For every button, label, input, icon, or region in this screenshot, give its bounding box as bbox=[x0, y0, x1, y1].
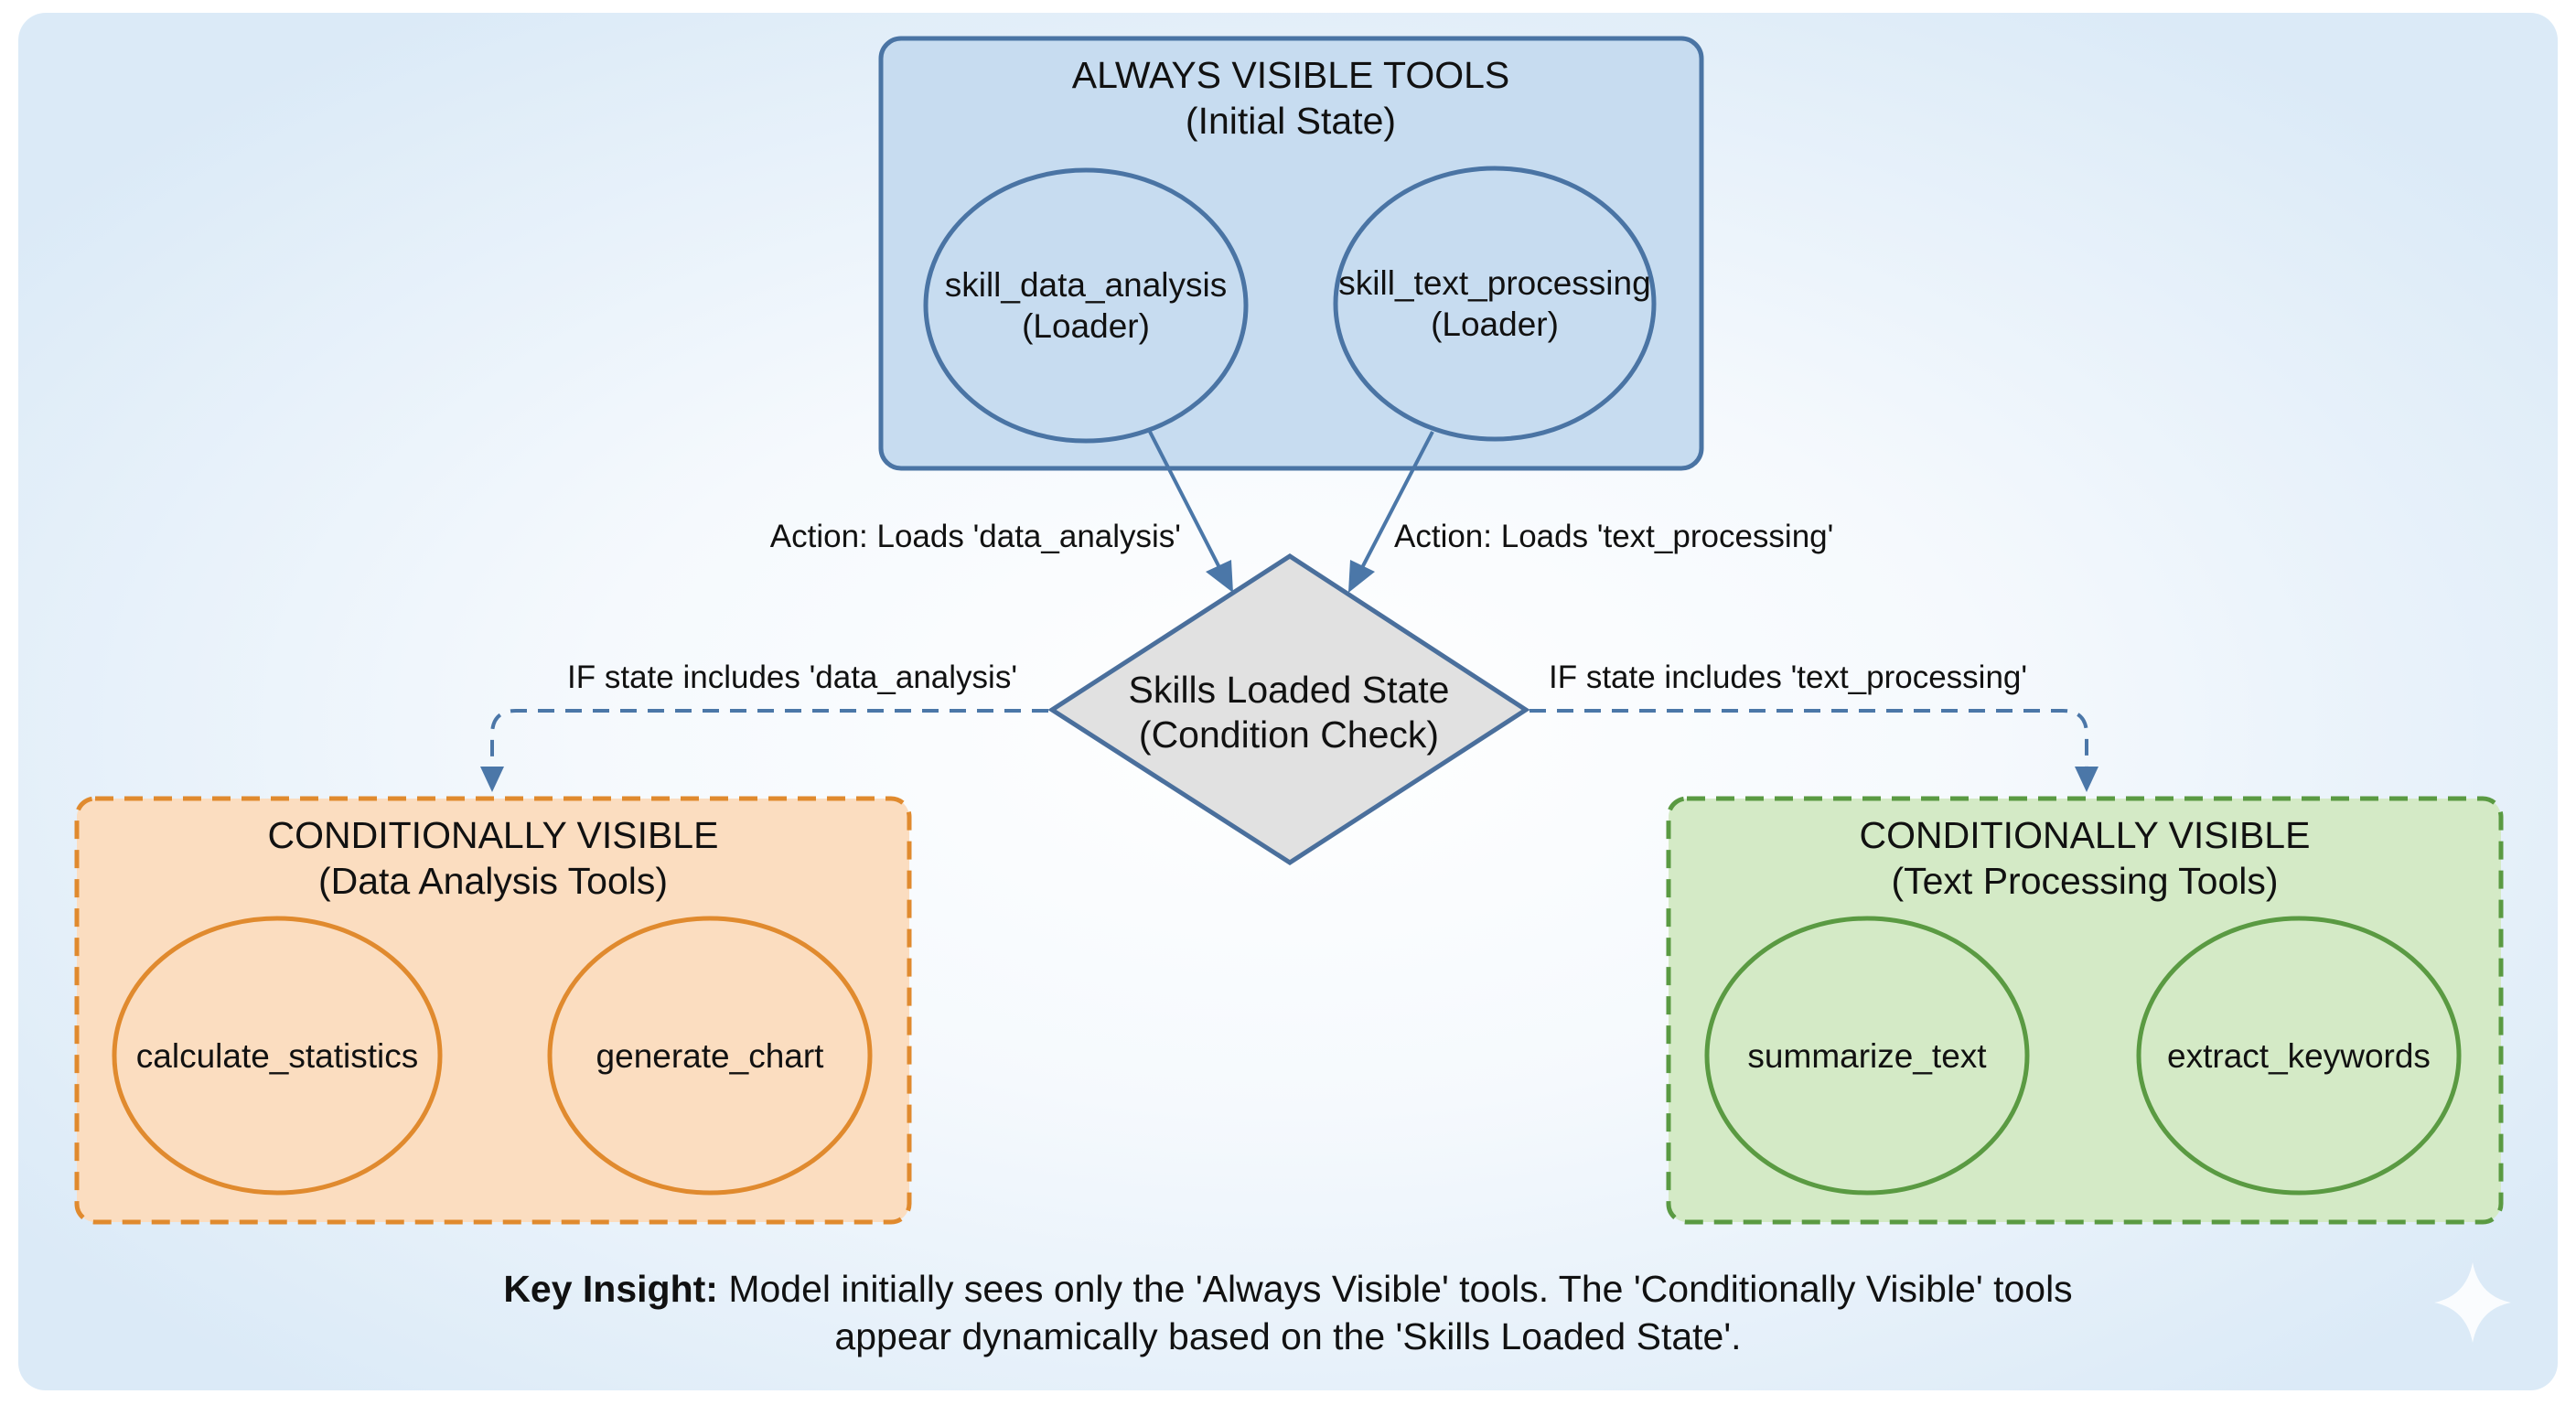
summarize-text-node[interactable] bbox=[1704, 916, 2030, 1196]
extract-keywords-label: extract_keywords bbox=[2167, 1037, 2431, 1075]
skill-data-analysis-sublabel: (Loader) bbox=[1022, 307, 1150, 345]
always-visible-subtitle: (Initial State) bbox=[1186, 100, 1396, 142]
key-insight-line-1: Key Insight: Model initially sees only t… bbox=[503, 1268, 2072, 1310]
key-insight-label: Key Insight: bbox=[503, 1268, 718, 1310]
data-analysis-tools-group: CONDITIONALLY VISIBLE (Data Analysis Too… bbox=[74, 796, 912, 1225]
text-tools-subtitle: (Text Processing Tools) bbox=[1891, 860, 2278, 902]
always-visible-group: ALWAYS VISIBLE TOOLS (Initial State) ski… bbox=[878, 36, 1704, 471]
extract-keywords-node[interactable] bbox=[2136, 916, 2462, 1196]
decision-label: Skills Loaded State bbox=[1128, 669, 1449, 711]
arrow-load-data-analysis bbox=[1147, 429, 1229, 585]
summarize-text-label: summarize_text bbox=[1747, 1037, 1987, 1075]
key-insight-text-1: Model initially sees only the 'Always Vi… bbox=[718, 1268, 2073, 1310]
data-tools-subtitle: (Data Analysis Tools) bbox=[318, 860, 668, 902]
skill-text-processing-node[interactable] bbox=[1333, 166, 1657, 442]
generate-chart-node[interactable] bbox=[547, 916, 873, 1196]
generate-chart-label: generate_chart bbox=[596, 1037, 825, 1075]
dashed-arrow-data bbox=[490, 709, 1048, 767]
decision-node[interactable]: Skills Loaded State (Condition Check) bbox=[1047, 553, 1530, 865]
text-tools-title: CONDITIONALLY VISIBLE bbox=[1860, 814, 2311, 856]
always-visible-title: ALWAYS VISIBLE TOOLS bbox=[1072, 54, 1510, 96]
skill-text-processing-label: skill_text_processing bbox=[1338, 264, 1650, 302]
calculate-statistics-label: calculate_statistics bbox=[136, 1037, 418, 1075]
skill-data-analysis-label: skill_data_analysis bbox=[945, 266, 1228, 304]
skill-text-processing-sublabel: (Loader) bbox=[1431, 306, 1559, 343]
text-processing-tools-group: CONDITIONALLY VISIBLE (Text Processing T… bbox=[1666, 796, 2504, 1225]
skill-data-analysis-node[interactable] bbox=[923, 167, 1249, 444]
edge-label-load-text: Action: Loads 'text_processing' bbox=[1394, 519, 1833, 554]
calculate-statistics-node[interactable] bbox=[112, 916, 443, 1196]
dashed-arrow-data-head bbox=[480, 767, 504, 792]
edge-label-if-data: IF state includes 'data_analysis' bbox=[567, 660, 1017, 695]
edge-label-load-data: Action: Loads 'data_analysis' bbox=[770, 519, 1181, 554]
dashed-arrow-text bbox=[1530, 709, 2088, 767]
edge-label-if-text: IF state includes 'text_processing' bbox=[1549, 660, 2027, 695]
data-tools-title: CONDITIONALLY VISIBLE bbox=[268, 814, 719, 856]
decision-diamond[interactable] bbox=[1047, 553, 1530, 865]
sparkle-icon bbox=[2434, 1262, 2511, 1343]
key-insight-line-2: appear dynamically based on the 'Skills … bbox=[834, 1315, 1741, 1357]
arrow-load-text-processing bbox=[1352, 431, 1434, 585]
arrow-load-text-processing-head bbox=[1348, 560, 1375, 593]
arrow-load-data-analysis-head bbox=[1206, 560, 1233, 593]
decision-sublabel: (Condition Check) bbox=[1139, 713, 1439, 756]
dashed-arrow-text-head bbox=[2075, 767, 2098, 792]
